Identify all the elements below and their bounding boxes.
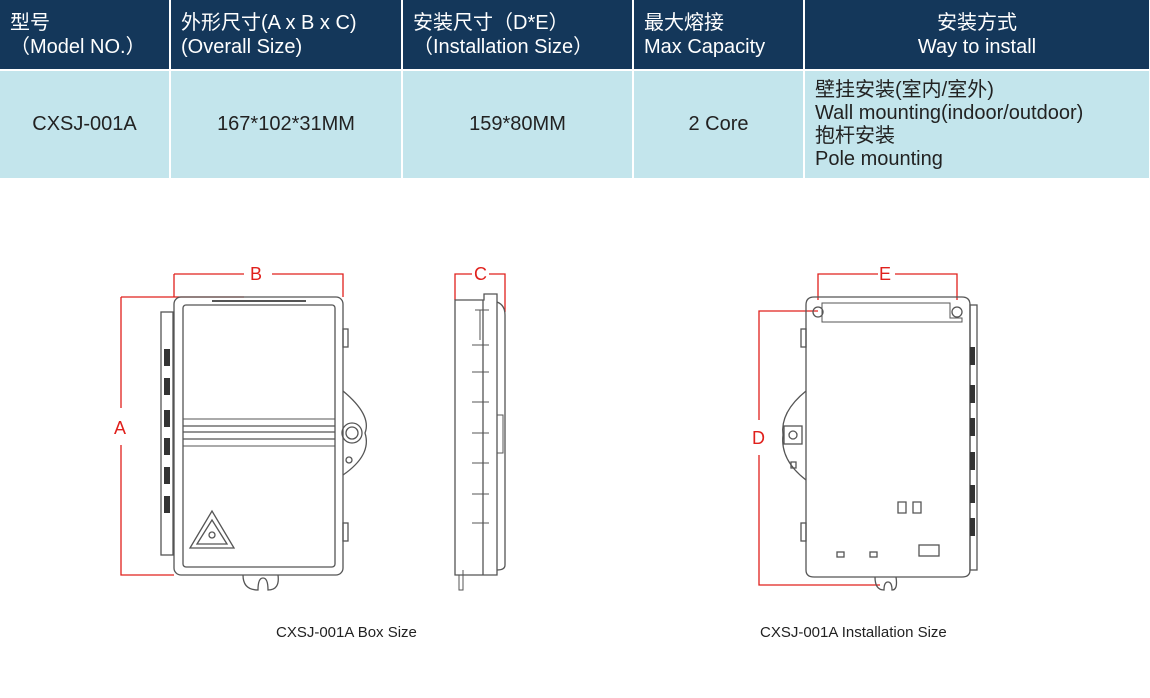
header-en: (Overall Size) xyxy=(181,35,303,58)
header-overall-size: 外形尺寸(A x B x C)(Overall Size) xyxy=(170,0,403,71)
header-zh: 最大熔接 xyxy=(644,11,724,34)
cell-install-way: 壁挂安装(室内/室外) Wall mounting(indoor/outdoor… xyxy=(804,70,1150,178)
header-en: Max Capacity xyxy=(644,35,766,58)
box-front-view: B A xyxy=(114,264,367,591)
install-line: 壁挂安装(室内/室外) xyxy=(815,78,994,101)
box-side-view: C xyxy=(454,264,506,591)
install-line: Wall mounting(indoor/outdoor) xyxy=(815,101,1084,124)
cell-overall-size: 167*102*31MM xyxy=(170,70,403,178)
cell-installation-size: 159*80MM xyxy=(402,70,634,178)
header-installation-size: 安装尺寸（D*E）（Installation Size） xyxy=(402,0,634,71)
install-view: E D xyxy=(752,264,978,591)
install-line: 抱杆安装 xyxy=(815,124,895,147)
header-en: （Model NO.） xyxy=(10,35,146,58)
header-zh: 型号 xyxy=(10,11,50,34)
header-en: （Installation Size） xyxy=(413,35,594,58)
cell-model: CXSJ-001A xyxy=(0,70,171,178)
dim-label-b: B xyxy=(250,264,262,284)
header-en: Way to install xyxy=(917,35,1037,58)
dim-label-a: A xyxy=(114,418,126,438)
table-row: CXSJ-001A 167*102*31MM 159*80MM 2 Core 壁… xyxy=(0,70,1150,178)
header-zh: 安装方式 xyxy=(937,11,1017,34)
header-zh: 安装尺寸（D*E） xyxy=(413,11,569,34)
box-size-caption: CXSJ-001A Box Size xyxy=(276,624,417,641)
dim-label-e: E xyxy=(879,264,891,284)
header-model: 型号（Model NO.） xyxy=(0,0,171,71)
installation-size-caption: CXSJ-001A Installation Size xyxy=(760,624,947,641)
cell-max-capacity: 2 Core xyxy=(633,70,805,178)
spec-table: 型号（Model NO.） 外形尺寸(A x B x C)(Overall Si… xyxy=(0,0,1150,178)
dim-label-c: C xyxy=(474,264,487,284)
dim-label-d: D xyxy=(752,428,765,448)
header-row: 型号（Model NO.） 外形尺寸(A x B x C)(Overall Si… xyxy=(0,0,1150,71)
header-zh: 外形尺寸(A x B x C) xyxy=(181,11,357,34)
install-line: Pole mounting xyxy=(815,147,943,170)
